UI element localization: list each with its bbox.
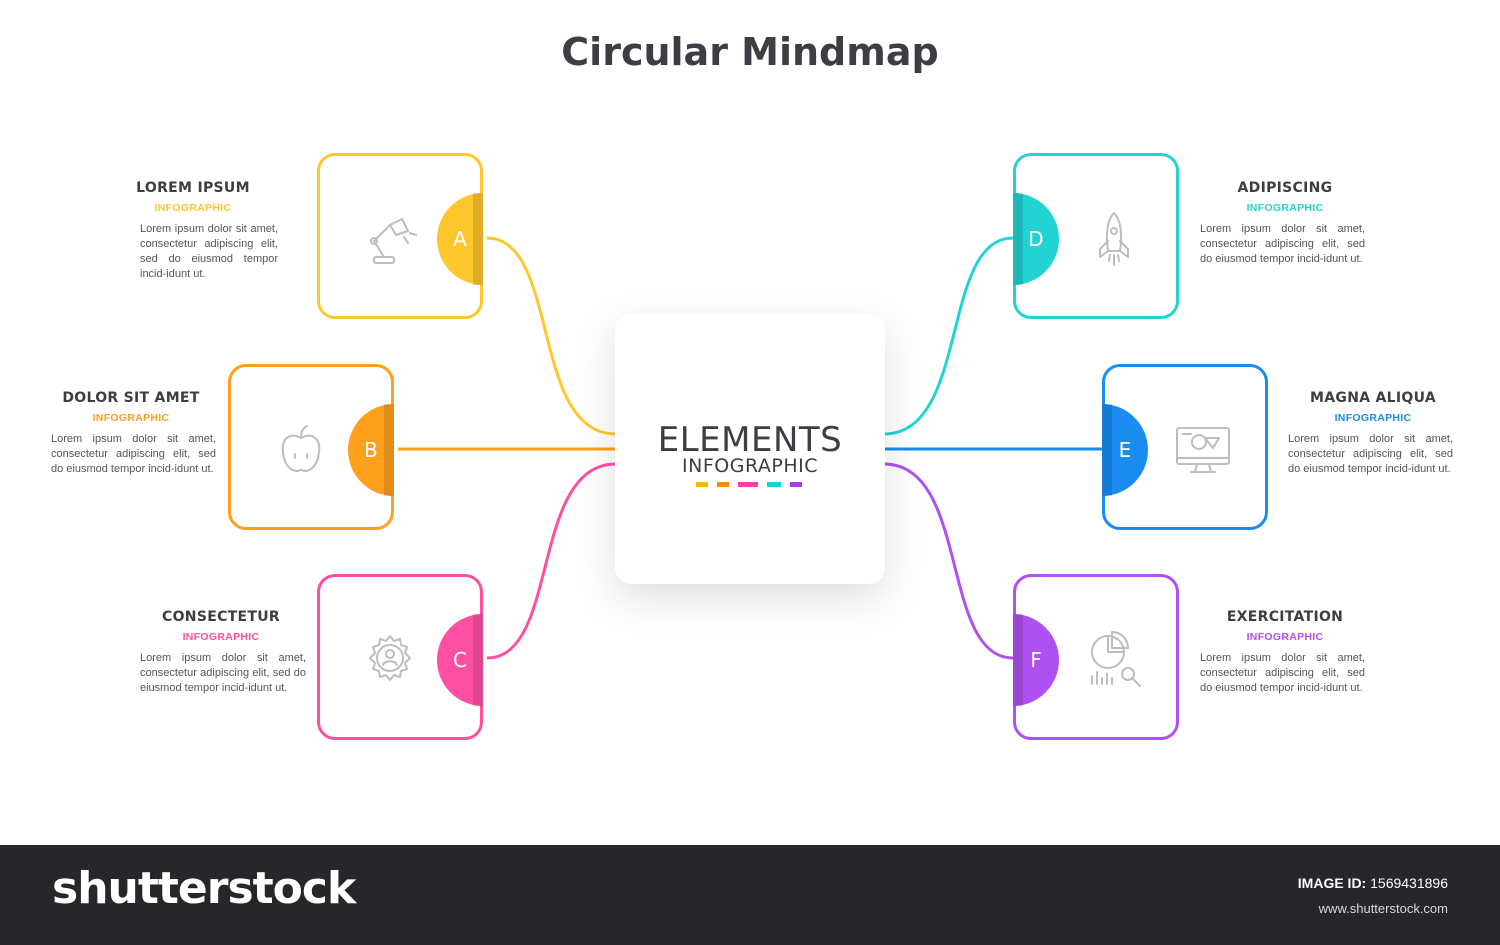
- node-card-e: E: [1102, 364, 1268, 530]
- badge-letter: E: [1118, 438, 1132, 462]
- node-title: LOREM IPSUM: [136, 180, 250, 196]
- node-body: Lorem ipsum dolor sit amet, consectetur …: [140, 223, 278, 280]
- connector-a: [486, 236, 617, 436]
- infographic-canvas: Circular Mindmap A LOREM IPSUM INFOGRAPH…: [46, 30, 1458, 740]
- pie-chart-magnifier-icon: [1091, 631, 1141, 687]
- page-title: Circular Mindmap: [561, 30, 939, 74]
- node-subtitle: INFOGRAPHIC: [1334, 412, 1412, 424]
- node-title: DOLOR SIT AMET: [62, 390, 200, 406]
- dash-2: [717, 482, 729, 487]
- node-text-c: CONSECTETUR INFOGRAPHIC Lorem ipsum dolo…: [136, 609, 306, 696]
- footer-bar: shutterstock IMAGE ID: 1569431896 www.sh…: [0, 845, 1500, 945]
- node-title: MAGNA ALIQUA: [1310, 390, 1436, 406]
- node-card-b: B: [228, 364, 394, 530]
- node-title: CONSECTETUR: [162, 609, 280, 625]
- badge-letter: A: [453, 227, 467, 251]
- node-text-a: LOREM IPSUM INFOGRAPHIC Lorem ipsum dolo…: [108, 180, 278, 282]
- desk-lamp-icon: [370, 218, 417, 264]
- dash-1: [696, 482, 708, 487]
- rocket-icon: [1099, 212, 1129, 266]
- center-card: ELEMENTS INFOGRAPHIC: [615, 314, 885, 584]
- node-text-b: DOLOR SIT AMET INFOGRAPHIC Lorem ipsum d…: [46, 390, 216, 477]
- node-badge-f: F: [1013, 614, 1059, 706]
- node-body: Lorem ipsum dolor sit amet, consectetur …: [51, 433, 216, 475]
- connector-c: [486, 462, 617, 660]
- node-body: Lorem ipsum dolor sit amet, consectetur …: [140, 652, 306, 694]
- image-id-label: IMAGE ID:: [1297, 875, 1367, 891]
- node-badge-a: A: [437, 193, 483, 285]
- connector-d: [883, 236, 1014, 436]
- dash-5: [790, 482, 802, 487]
- node-body: Lorem ipsum dolor sit amet, consectetur …: [1288, 433, 1453, 475]
- brand-logo[interactable]: shutterstock: [52, 863, 356, 914]
- image-id: IMAGE ID: 1569431896: [1298, 875, 1448, 891]
- connector-f: [883, 462, 1014, 660]
- center-subtitle: INFOGRAPHIC: [682, 455, 818, 477]
- center-title: ELEMENTS: [657, 420, 843, 460]
- user-gear-icon: [369, 635, 411, 681]
- node-badge-c: C: [437, 614, 483, 706]
- node-subtitle: INFOGRAPHIC: [1246, 202, 1324, 214]
- node-card-a: A: [317, 153, 483, 319]
- node-body: Lorem ipsum dolor sit amet, consectetur …: [1200, 223, 1365, 265]
- node-badge-d: D: [1013, 193, 1059, 285]
- node-text-d: ADIPISCING INFOGRAPHIC Lorem ipsum dolor…: [1200, 180, 1370, 267]
- node-card-c: C: [317, 574, 483, 740]
- dash-3: [738, 482, 758, 487]
- apple-icon: [281, 425, 321, 472]
- badge-letter: C: [453, 648, 467, 672]
- dash-4: [767, 482, 781, 487]
- node-card-f: F: [1013, 574, 1179, 740]
- node-title: ADIPISCING: [1237, 180, 1333, 196]
- node-card-d: D: [1013, 153, 1179, 319]
- node-subtitle: INFOGRAPHIC: [154, 202, 232, 214]
- site-url[interactable]: www.shutterstock.com: [1318, 901, 1448, 916]
- badge-letter: D: [1028, 227, 1044, 251]
- image-id-value: 1569431896: [1370, 875, 1448, 891]
- color-dashes: [696, 482, 802, 487]
- monitor-icon: [1176, 427, 1230, 473]
- node-subtitle: INFOGRAPHIC: [182, 631, 260, 643]
- badge-letter: B: [364, 438, 378, 462]
- node-subtitle: INFOGRAPHIC: [92, 412, 170, 424]
- node-badge-b: B: [348, 404, 394, 496]
- node-text-e: MAGNA ALIQUA INFOGRAPHIC Lorem ipsum dol…: [1288, 390, 1458, 477]
- connector-lines: [398, 236, 1102, 660]
- badge-letter: F: [1030, 648, 1042, 672]
- node-title: EXERCITATION: [1226, 609, 1344, 625]
- node-text-f: EXERCITATION INFOGRAPHIC Lorem ipsum dol…: [1200, 609, 1370, 696]
- node-body: Lorem ipsum dolor sit amet, consectetur …: [1200, 652, 1365, 694]
- node-badge-e: E: [1102, 404, 1148, 496]
- node-subtitle: INFOGRAPHIC: [1246, 631, 1324, 643]
